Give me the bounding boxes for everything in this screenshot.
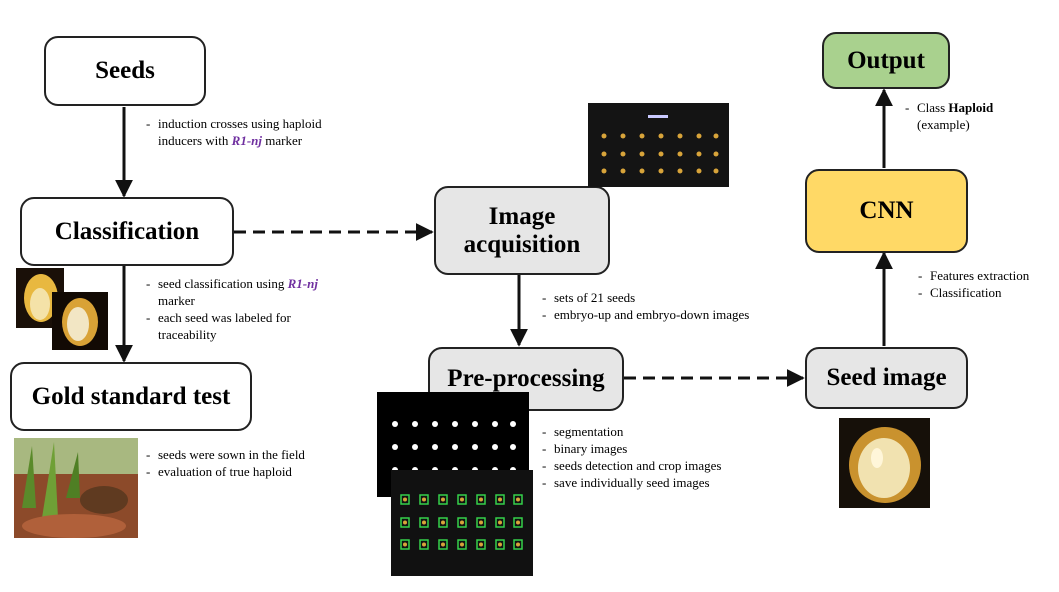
field-photo [14, 438, 138, 538]
marker-text: R1-nj [231, 132, 262, 148]
note-text: save individually seed images [554, 474, 710, 490]
seeds-label: Seeds [95, 57, 155, 85]
note-text: induction crosses using haploid [158, 116, 322, 131]
gold-standard-label: Gold standard test [31, 382, 231, 410]
note-item: Classification [918, 285, 1058, 302]
cnn-label: CNN [859, 197, 914, 225]
seeds-box: Seeds [44, 36, 206, 106]
classified-seed-photo-2 [52, 292, 108, 350]
seed-image-box: Seed image [805, 347, 968, 409]
single-seed-image [839, 418, 930, 508]
preprocessing-label: Pre-processing [447, 365, 605, 393]
note-item: save individually seed images [542, 475, 802, 492]
note-text: seeds were sown in the field [158, 447, 305, 462]
note-gold-standard: seeds were sown in the field evaluation … [146, 447, 386, 481]
note-text: sets of 21 seeds [554, 290, 636, 305]
note-item: evaluation of true haploid [146, 464, 386, 481]
note-item: Class Haploid (example) [905, 100, 1045, 134]
note-text: Haploid [948, 100, 994, 115]
note-text: segmentation [554, 424, 624, 439]
note-item: binary images [542, 441, 802, 458]
note-text: embryo-up and embryo-down images [554, 306, 750, 322]
note-text: seeds detection and crop images [554, 457, 722, 473]
note-text: seed classification using [158, 276, 285, 291]
note-text: each seed was labeled for traceability [158, 309, 291, 342]
note-text: evaluation of true haploid [158, 463, 292, 479]
note-item: segmentation [542, 424, 802, 441]
note-item: embryo-up and embryo-down images [542, 307, 822, 324]
note-text: Class [917, 100, 946, 115]
note-classification-to-gold: seed classification using R1-nj marker e… [146, 276, 376, 344]
classification-box: Classification [20, 197, 234, 266]
note-item: Features extraction [918, 268, 1058, 285]
note-text: binary images [554, 440, 628, 456]
note-item: seed classification using R1-nj marker [146, 276, 376, 310]
note-item: each seed was labeled for traceability [146, 310, 376, 344]
seed-image-label: Seed image [826, 364, 947, 392]
image-acquisition-box: Image acquisition [434, 186, 610, 275]
note-text: marker [158, 292, 195, 308]
note-item: seeds were sown in the field [146, 447, 386, 464]
note-seed-image-to-cnn: Features extraction Classification [918, 268, 1058, 302]
note-preprocessing: segmentation binary images seeds detecti… [542, 424, 802, 492]
note-text: marker [265, 132, 303, 148]
output-box: Output [822, 32, 950, 89]
image-acquisition-label: Image acquisition [463, 203, 581, 258]
note-item: seeds detection and crop images [542, 458, 802, 475]
detection-image [391, 470, 533, 576]
note-text: Classification [930, 284, 1002, 300]
gold-standard-box: Gold standard test [10, 362, 252, 431]
marker-text: R1-nj [287, 276, 318, 291]
classification-label: Classification [54, 217, 200, 245]
note-text: inducers with [158, 132, 229, 148]
output-label: Output [847, 46, 925, 74]
note-acquisition-to-preprocessing: sets of 21 seeds embryo-up and embryo-do… [542, 290, 822, 324]
acquisition-photo-seeds [601, 115, 719, 174]
note-text: (example) [917, 116, 970, 132]
note-text: Features extraction [930, 268, 1030, 283]
note-seeds-to-classification: induction crosses using haploid inducers… [146, 116, 386, 150]
note-item: sets of 21 seeds [542, 290, 822, 307]
note-cnn-to-output: Class Haploid (example) [905, 100, 1045, 134]
note-item: induction crosses using haploid inducers… [146, 116, 386, 150]
acquisition-photo [588, 103, 729, 187]
cnn-box: CNN [805, 169, 968, 253]
